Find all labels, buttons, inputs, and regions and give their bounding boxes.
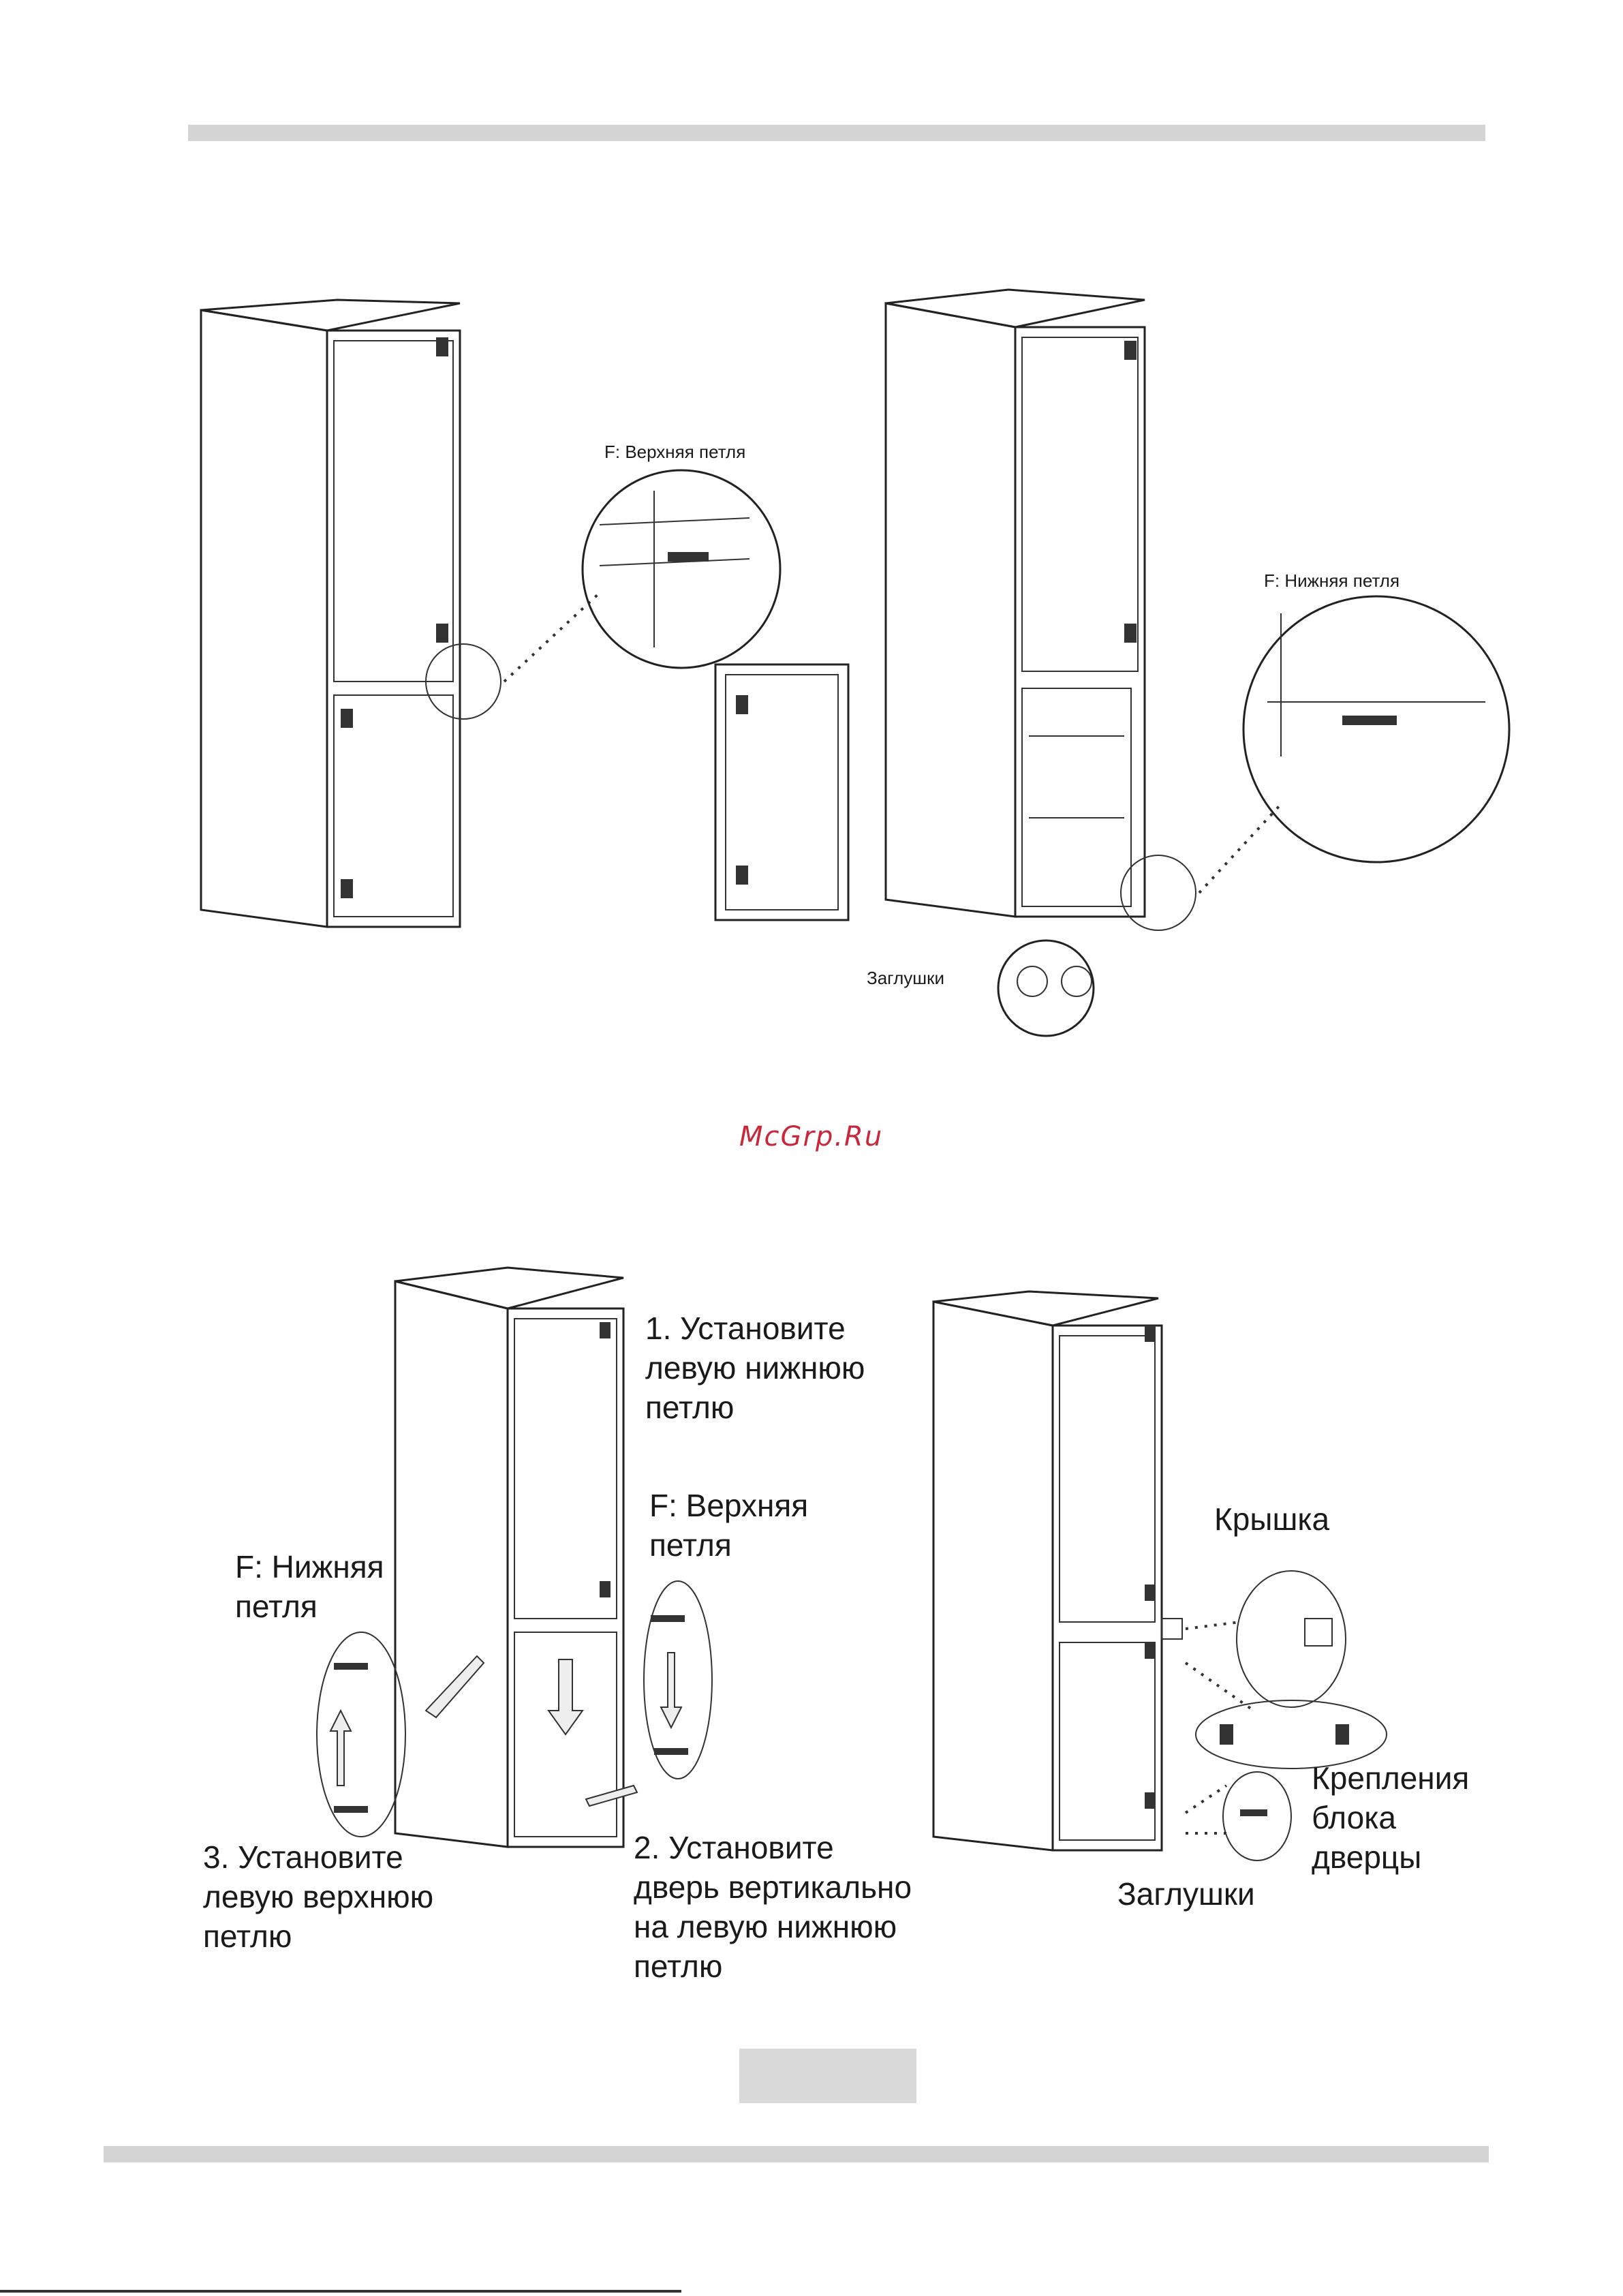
step3-text: 3. Установите левую верхнюю петлю (203, 1837, 433, 1956)
upper-hinge-label-large: F: Верхняя петля (649, 1486, 808, 1565)
upper-hinge-label: F: Верхняя петля (604, 442, 745, 463)
step1-text: 1. Установите левую нижнюю петлю (645, 1308, 865, 1427)
fridge-top-left-drawing (201, 300, 600, 927)
plugs-zoom-drawing (998, 940, 1094, 1036)
lower-hinge-zoom-drawing (1243, 596, 1509, 862)
fridge-bottom-left-drawing (395, 1268, 637, 1847)
plugs-zoom-bottom-drawing (1223, 1772, 1291, 1861)
plugs-label: Заглушки (867, 968, 944, 989)
door-mount-label: Крепления блока дверцы (1312, 1758, 1469, 1877)
step2-text: 2. Установите дверь вертикально на левую… (634, 1828, 912, 1986)
lower-hinge-label-large: F: Нижняя петля (235, 1547, 384, 1626)
fridge-top-right-drawing (886, 290, 1281, 930)
cover-label: Крышка (1214, 1499, 1329, 1539)
plugs-label-large: Заглушки (1117, 1874, 1255, 1914)
door-panel-drawing (715, 664, 848, 920)
lower-hinge-label: F: Нижняя петля (1264, 570, 1400, 592)
fridge-bottom-right-drawing (933, 1291, 1254, 1850)
upper-hinge-zoom-drawing (583, 470, 780, 668)
watermark: McGrp.Ru (739, 1121, 883, 1152)
cover-zoom-drawing (1237, 1571, 1346, 1707)
